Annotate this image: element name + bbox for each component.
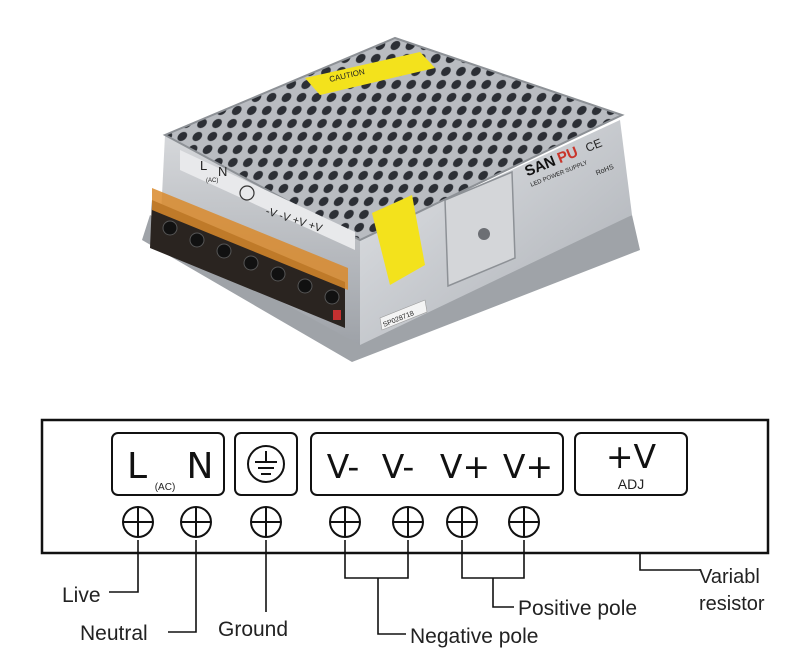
brand-name-part2: PU: [555, 144, 581, 168]
dc-output-box: [310, 432, 564, 496]
adjustment-screw: [478, 228, 490, 240]
side-warning-sticker: [372, 195, 425, 285]
ac-input-box: [111, 432, 225, 496]
terminal-v-plus-2: V+: [503, 447, 553, 486]
variable-resistor-label-line2: resistor: [699, 593, 765, 615]
live-label: Live: [62, 584, 101, 607]
adj-label: ADJ: [618, 476, 644, 492]
terminal-screw-icon: [329, 506, 361, 538]
photo-ground-symbol: [239, 185, 255, 201]
terminal-screw-icon: [250, 506, 282, 538]
terminal-screw-icon: [446, 506, 478, 538]
terminal-v-plus-1: V+: [440, 447, 490, 486]
terminal-panel-frame: [40, 418, 770, 555]
caution-sticker: CAUTION: [305, 52, 435, 95]
adj-plus-v-label: +V: [606, 437, 657, 476]
negative-pole-label: Negative pole: [410, 625, 538, 648]
photo-n-label: N: [218, 164, 227, 179]
leader-lines: [109, 540, 700, 635]
terminal-screw-icon: [392, 506, 424, 538]
serial-label: SP028718: [379, 299, 428, 331]
terminal-ac-label: (AC): [155, 482, 176, 493]
variable-resistor-label-line1: Variabl: [699, 566, 760, 588]
terminal-label-plate: [180, 150, 355, 250]
photo-l-label: L: [200, 158, 207, 173]
neutral-label: Neutral: [80, 622, 148, 645]
photo-ac-label: (AC): [206, 178, 218, 184]
ce-mark: CE: [583, 136, 604, 155]
terminal-v-minus-1: V-: [327, 447, 360, 486]
power-supply-photo: CAUTION L (AC) N -V -V +V +V SP028718 SA…: [142, 36, 640, 362]
ground-label: Ground: [218, 618, 288, 641]
ground-symbol-icon: [247, 445, 285, 483]
adj-box: [574, 432, 688, 496]
wiring-diagram: L (AC) N V- V- V+ V+ +V ADJ Live Neutral…: [40, 418, 770, 648]
terminal-n-label: N: [187, 446, 214, 487]
ground-box: [234, 432, 298, 496]
terminal-screw-icon: [508, 506, 540, 538]
terminal-cover: [152, 188, 348, 290]
terminal-v-minus-2: V-: [382, 447, 415, 486]
terminal-screw-icon: [180, 506, 212, 538]
base-plate: [142, 215, 640, 362]
positive-pole-label: Positive pole: [518, 597, 637, 620]
terminal-l-label: L: [127, 446, 147, 487]
indicator-led: [333, 310, 341, 320]
terminal-screws: [162, 220, 340, 305]
terminal-screw-icon: [122, 506, 154, 538]
adjustment-window: [444, 170, 516, 288]
